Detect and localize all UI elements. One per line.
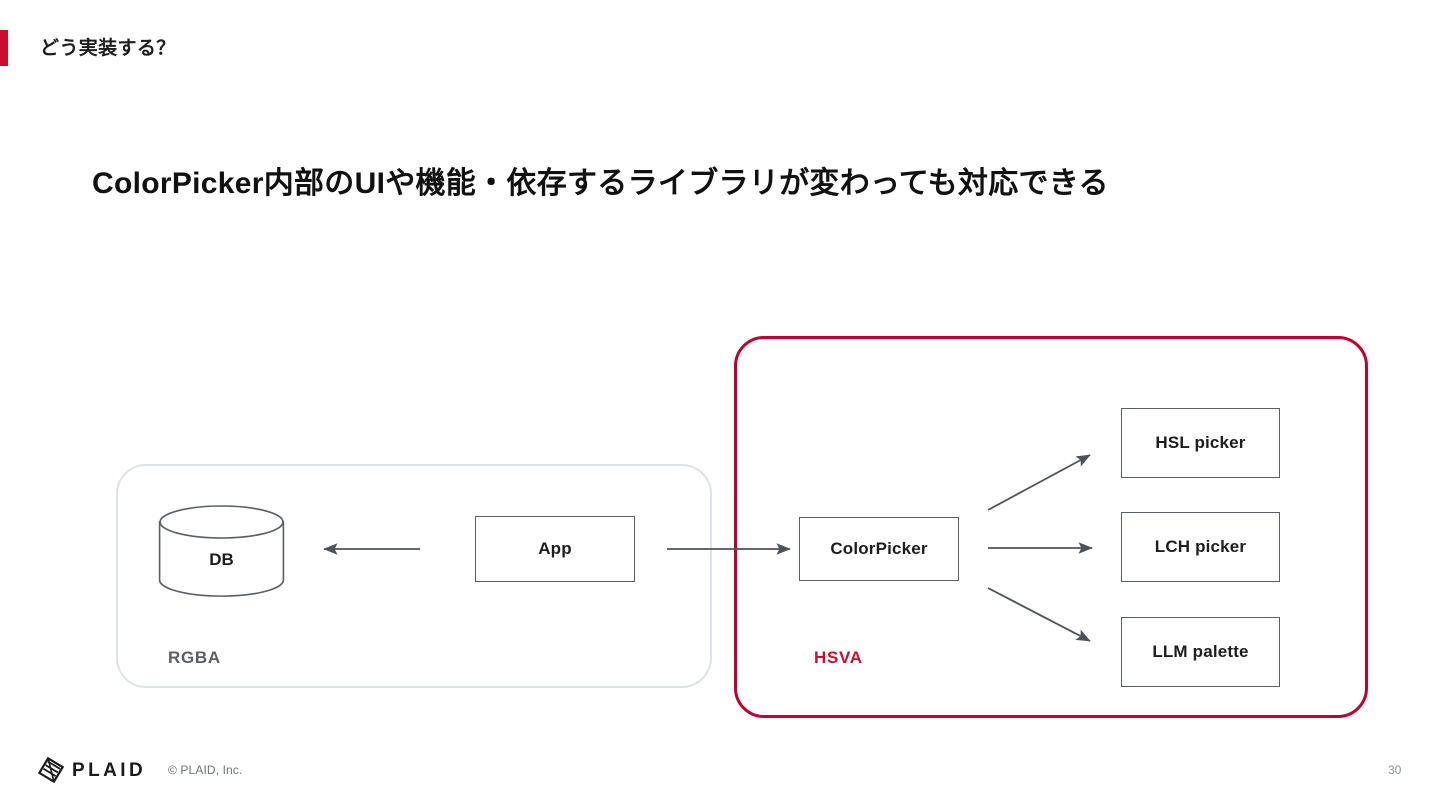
group-label-hsva: HSVA [814,648,863,667]
node-app: App [475,516,635,582]
db-label: DB [209,550,234,569]
node-lch-picker: LCH picker [1121,512,1280,582]
node-llm-palette: LLM palette [1121,617,1280,687]
copyright-text: © PLAID, Inc. [168,763,243,777]
header-accent-bar [0,30,8,66]
plaid-wordmark: PLAID [72,760,147,781]
db-cylinder: DB [158,505,285,597]
node-colorpicker: ColorPicker [799,517,959,581]
page-number: 30 [1388,763,1402,777]
main-heading: ColorPicker内部のUIや機能・依存するライブラリが変わっても対応できる [92,167,1109,200]
page-title: どう実装する？ [40,38,176,59]
node-hsl-picker: HSL picker [1121,408,1280,478]
group-hsva [734,336,1368,718]
plaid-logo-icon [36,755,66,785]
group-rgba [116,464,712,688]
group-label-rgba: RGBA [168,648,221,667]
